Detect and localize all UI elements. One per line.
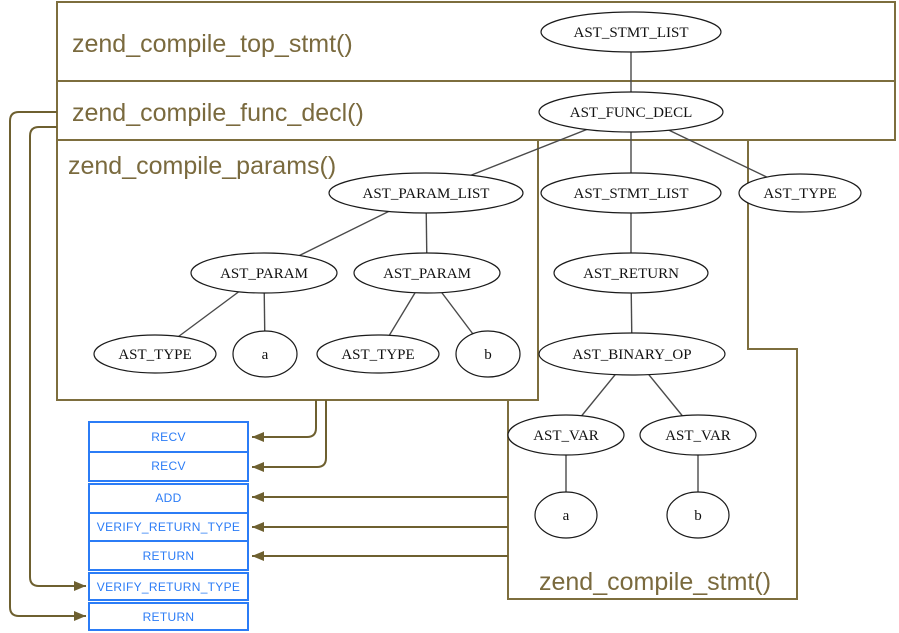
- node-ellipse: [540, 172, 722, 214]
- node-label: AST_STMT_LIST: [573, 25, 688, 41]
- emit-arrows: [9, 111, 508, 621]
- node-ellipse: [232, 330, 298, 378]
- ast-node-binary-op: AST_BINARY_OP: [538, 332, 726, 376]
- node-label: AST_TYPE: [118, 347, 191, 363]
- ast-node-stmt-list-root: AST_STMT_LIST: [540, 11, 722, 53]
- opcode-row-return1: RETURN: [90, 540, 247, 569]
- node-ellipse: [538, 91, 724, 133]
- ast-node-func-decl: AST_FUNC_DECL: [538, 91, 724, 133]
- opcode-row-verify2: VERIFY_RETURN_TYPE: [96, 579, 241, 594]
- opcode-group-params: RECV RECV: [88, 421, 249, 482]
- node-ellipse: [538, 332, 726, 376]
- zend-compile-params-label: zend_compile_params(): [68, 152, 336, 180]
- node-label: b: [484, 347, 492, 363]
- node-ellipse: [455, 330, 521, 378]
- opcode-group-verify: VERIFY_RETURN_TYPE: [88, 572, 249, 601]
- opcode-group-return: RETURN: [88, 602, 249, 631]
- ast-node-param-a: AST_PARAM: [190, 252, 338, 294]
- region-boxes: [56, 1, 896, 600]
- ast-node-return: AST_RETURN: [553, 252, 709, 294]
- node-ellipse: [534, 491, 598, 539]
- ast-node-param-a-type: AST_TYPE: [93, 334, 217, 374]
- ast-node-var-a: AST_VAR: [507, 414, 625, 456]
- zend-compile-top-stmt-label: zend_compile_top_stmt(): [72, 30, 353, 58]
- ast-node-stmt-list-body: AST_STMT_LIST: [540, 172, 722, 214]
- node-ellipse: [353, 252, 501, 294]
- node-label: AST_PARAM: [383, 266, 471, 282]
- ast-node-var-b-name: b: [666, 491, 730, 539]
- opcode-row-add: ADD: [155, 491, 182, 506]
- opcode-row-return2: RETURN: [142, 609, 195, 624]
- ast-node-param-a-name: a: [232, 330, 298, 378]
- opcode-group-stmt: ADD VERIFY_RETURN_TYPE RETURN: [88, 483, 249, 571]
- opcode-row-recv1: RECV: [151, 429, 186, 444]
- node-label: AST_TYPE: [763, 186, 836, 202]
- zend-compile-stmt-label: zend_compile_stmt(): [539, 568, 771, 596]
- node-label: a: [563, 508, 570, 524]
- node-ellipse: [738, 173, 862, 213]
- node-label: AST_PARAM: [220, 266, 308, 282]
- node-ellipse: [553, 252, 709, 294]
- node-label: AST_BINARY_OP: [572, 347, 691, 363]
- zend-compile-stmt-box: [507, 141, 798, 600]
- arrow-params-to-recv1: [252, 400, 317, 442]
- node-ellipse: [540, 11, 722, 53]
- node-label: AST_TYPE: [341, 347, 414, 363]
- ast-node-param-list: AST_PARAM_LIST: [328, 172, 524, 214]
- node-ellipse: [639, 414, 757, 456]
- node-ellipse: [328, 172, 524, 214]
- node-label: b: [694, 508, 702, 524]
- node-ellipse: [507, 414, 625, 456]
- ast-node-return-type: AST_TYPE: [738, 173, 862, 213]
- node-label: AST_PARAM_LIST: [363, 186, 490, 202]
- node-ellipse: [666, 491, 730, 539]
- arrow-params-to-recv2: [252, 400, 327, 472]
- arrow-funcdecl-to-return: [9, 111, 86, 621]
- region-labels: zend_compile_top_stmt() zend_compile_fun…: [68, 30, 771, 596]
- node-label: AST_VAR: [665, 428, 731, 444]
- ast-node-var-a-name: a: [534, 491, 598, 539]
- node-label: AST_VAR: [533, 428, 599, 444]
- ast-node-param-b: AST_PARAM: [353, 252, 501, 294]
- opcode-row-recv2: RECV: [90, 450, 247, 481]
- ast-node-param-b-name: b: [455, 330, 521, 378]
- opcode-row-verify1: VERIFY_RETURN_TYPE: [90, 511, 247, 541]
- node-ellipse: [190, 252, 338, 294]
- node-ellipse: [93, 334, 217, 374]
- ast-node-var-b: AST_VAR: [639, 414, 757, 456]
- node-label: a: [262, 347, 269, 363]
- node-label: AST_FUNC_DECL: [570, 105, 693, 121]
- node-ellipse: [316, 334, 440, 374]
- zend-compile-params-box: [56, 139, 539, 401]
- ast-node-param-b-type: AST_TYPE: [316, 334, 440, 374]
- node-label: AST_RETURN: [583, 266, 679, 282]
- node-label: AST_STMT_LIST: [573, 186, 688, 202]
- arrow-funcdecl-to-verify: [29, 126, 86, 591]
- zend-compile-func-decl-label: zend_compile_func_decl(): [72, 99, 364, 127]
- ast-nodes: AST_STMT_LIST AST_FUNC_DECL AST_PARAM_LI…: [93, 11, 862, 539]
